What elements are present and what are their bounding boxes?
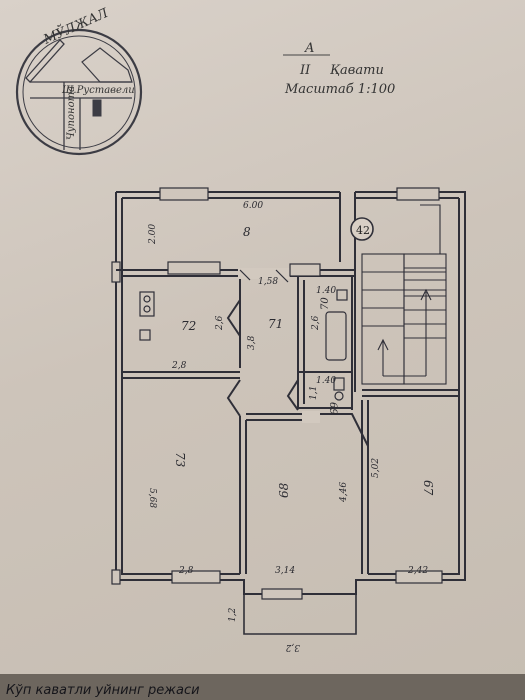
header-floor-roman: II xyxy=(299,63,311,78)
stamp-street-2: Чупонота xyxy=(66,86,77,140)
header-scale: Масштаб 1:100 xyxy=(284,82,395,97)
document-caption: Кўп каватли уйнинг режаси xyxy=(6,683,200,698)
room-71-label: 71 xyxy=(268,317,283,331)
header-floor-word: Қавати xyxy=(330,63,384,78)
fixtures xyxy=(139,289,348,401)
room-72-label: 72 xyxy=(181,319,196,333)
dim-26b: 2,6 xyxy=(311,315,321,331)
stamp-street-1: Ш.Руставели xyxy=(61,85,135,96)
dim-140a: 1.40 xyxy=(316,286,336,296)
room-8-label: 8 xyxy=(243,225,251,239)
door-arcs xyxy=(167,261,321,283)
dim-502: 5,02 xyxy=(371,458,381,478)
windows xyxy=(111,187,443,600)
dim-314: 3,14 xyxy=(275,566,295,576)
dim-11: 1,1 xyxy=(309,386,319,400)
stair-badge: 42 xyxy=(356,224,370,237)
room-67-label: 67 xyxy=(421,480,435,496)
dim-446: 4,46 xyxy=(339,482,349,503)
room-70-label: 70 xyxy=(320,297,331,310)
balcony xyxy=(243,594,357,635)
dim-200: 2.00 xyxy=(148,224,158,245)
dim-158: 1,58 xyxy=(258,277,278,287)
dim-12: 1,2 xyxy=(228,607,238,622)
dim-32: 3,2 xyxy=(285,642,300,652)
bottom-shadow xyxy=(0,674,525,700)
dim-242: 2,42 xyxy=(407,566,428,576)
interior-walls xyxy=(116,262,459,574)
staircase xyxy=(361,204,447,385)
room-69-label: 69 xyxy=(327,402,338,415)
dim-28a: 2,8 xyxy=(171,361,187,371)
dim-28b: 2,8 xyxy=(178,566,194,576)
dim-140b: 1.40 xyxy=(316,376,336,386)
room-68-label: 68 xyxy=(277,482,291,498)
dim-26a: 2,6 xyxy=(215,315,225,331)
header-block: A xyxy=(304,41,314,56)
dim-38: 3,8 xyxy=(247,335,257,350)
stamp xyxy=(15,28,143,156)
stamp-title: МЎЛЖАЛ xyxy=(40,4,112,48)
dim-600: 6.00 xyxy=(243,201,263,211)
dim-568: 5,68 xyxy=(147,488,157,508)
door-gaps xyxy=(238,268,320,423)
stair-badge-circle xyxy=(350,217,374,241)
room-73-label: 73 xyxy=(173,452,187,468)
